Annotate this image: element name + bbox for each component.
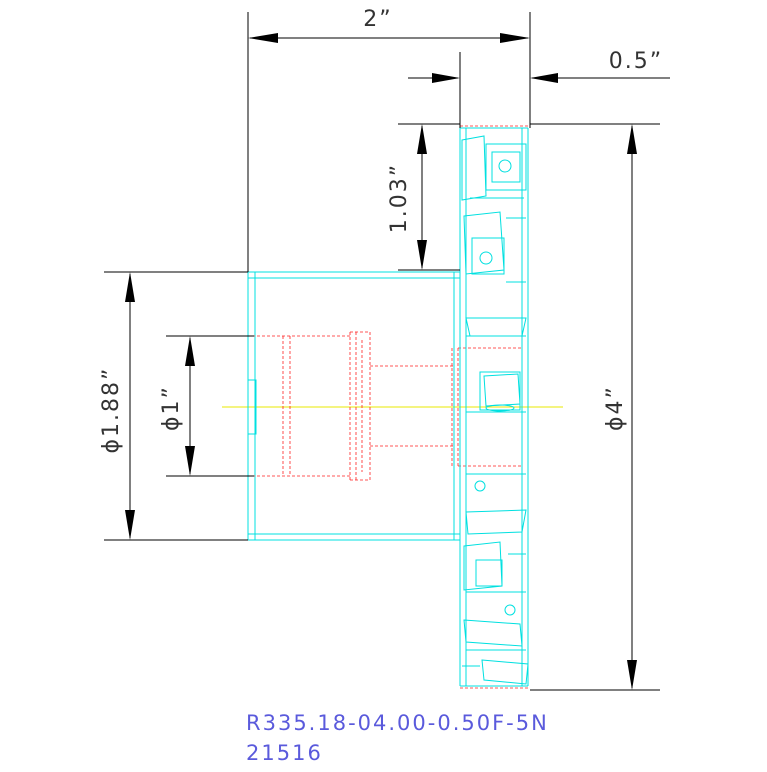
part-number: R335.18-04.00-0.50F-5N [246,711,549,735]
dimension-cutter-diameter: ϕ4” [530,123,660,691]
insert-6 [463,541,526,593]
dimension-width-label: 0.5” [609,49,663,74]
dimension-insert-height-label: 1.03” [387,163,412,233]
insert-1 [461,135,527,201]
dimension-body-diameter: ϕ1.88” [99,271,248,541]
dimension-body-diameter-label: ϕ1.88” [99,367,124,454]
insert-8 [462,659,529,685]
part-code: 21516 [246,741,323,765]
insert-7 [463,604,526,651]
dimension-cutter-diameter-label: ϕ4” [603,385,628,431]
hidden-bore-lines [252,125,528,689]
dimension-bore-diameter-label: ϕ1” [159,385,184,431]
dimension-insert-height: 1.03” [387,123,460,271]
hub-body [247,271,461,541]
insert-3 [465,317,527,337]
dimension-bore-diameter: ϕ1” [159,335,254,477]
dimension-width: 0.5” [408,49,670,128]
insert-4 [466,371,526,413]
insert-5 [465,473,527,535]
cutter-disc [459,127,529,687]
dimension-length-label: 2” [363,7,392,32]
insert-2 [463,211,526,283]
